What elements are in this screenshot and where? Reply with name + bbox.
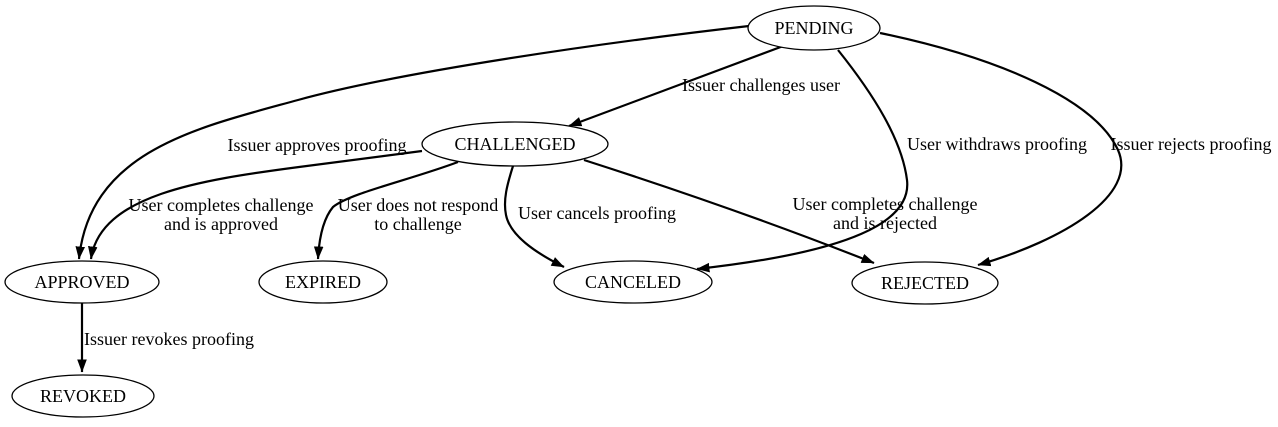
node-revoked-ellipse [11, 374, 155, 418]
node-expired: EXPIRED [258, 260, 388, 304]
node-approved: APPROVED [4, 260, 160, 304]
node-challenged-label: CHALLENGED [455, 134, 576, 154]
node-rejected-ellipse [851, 261, 999, 305]
edge-challenged-rejected-label-line2: and is rejected [833, 213, 937, 233]
node-challenged: CHALLENGED [421, 121, 609, 167]
node-approved-ellipse [4, 260, 160, 304]
node-challenged-ellipse [421, 121, 609, 167]
edge-challenged-rejected-label-line1: User completes challenge [793, 194, 978, 214]
edge-pending-canceled-arrow [696, 49, 909, 273]
node-pending-ellipse [747, 5, 881, 51]
node-expired-label: EXPIRED [285, 272, 361, 292]
node-revoked: REVOKED [11, 374, 155, 418]
edge-challenged-approved-label-line2: and is approved [164, 214, 278, 234]
edge-challenged-expired-arrow [313, 160, 459, 260]
node-pending-label: PENDING [775, 18, 854, 38]
node-revoked-label: REVOKED [40, 386, 126, 406]
edge-pending-challenged-arrow [568, 43, 787, 128]
edge-challenged-canceled-label: User cancels proofing [518, 203, 676, 223]
edge-pending-approved-label: Issuer approves proofing [228, 135, 407, 155]
edge-challenged-rejected-arrow [583, 158, 875, 265]
edge-challenged-approved-arrow [88, 149, 423, 260]
edge-pending-approved-arrow [75, 24, 750, 260]
edge-challenged-expired-label-line2: to challenge [374, 214, 461, 234]
edge-challenged-approved-label-line1: User completes challenge [129, 195, 314, 215]
node-canceled-label: CANCELED [585, 272, 681, 292]
nodes-layer: PENDING CHALLENGED APPROVED EXPIRED CANC… [4, 5, 999, 418]
edge-challenged-expired-label-line1: User does not respond [338, 195, 498, 215]
node-canceled: CANCELED [553, 260, 713, 304]
edge-labels-layer: Issuer challenges user Issuer approves p… [84, 75, 1271, 349]
edge-challenged-canceled-arrow [503, 165, 565, 268]
node-approved-label: APPROVED [34, 272, 129, 292]
node-canceled-ellipse [553, 260, 713, 304]
node-rejected-label: REJECTED [881, 273, 969, 293]
edge-approved-revoked-label: Issuer revokes proofing [84, 329, 254, 349]
node-expired-ellipse [258, 260, 388, 304]
edge-pending-canceled-label: User withdraws proofing [907, 134, 1087, 154]
edge-pending-challenged-label: Issuer challenges user [682, 75, 840, 95]
node-rejected: REJECTED [851, 261, 999, 305]
edges-layer [75, 24, 1123, 373]
edge-pending-rejected-arrow [879, 31, 1123, 267]
edge-pending-rejected-label: Issuer rejects proofing [1111, 134, 1272, 154]
node-pending: PENDING [747, 5, 881, 51]
